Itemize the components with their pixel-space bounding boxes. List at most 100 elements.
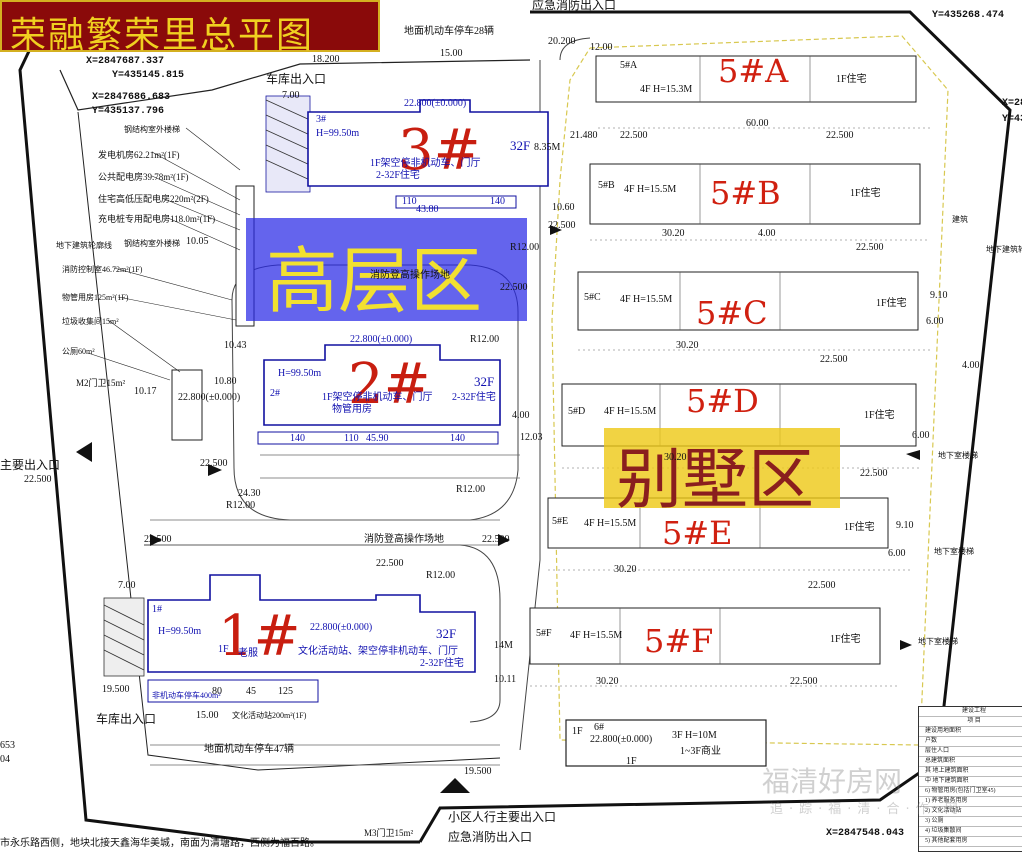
- bottom-label-2: 文化活动站200m²(1F): [232, 711, 307, 720]
- dim-46: R12.00: [456, 484, 486, 495]
- gatehouse-m3: M3门卫15m²: [364, 828, 414, 838]
- dim-14: 6.00: [926, 316, 944, 327]
- coord-3: X=2847686.683: [92, 92, 171, 103]
- tower-1-desc: 文化活动站、架空停非机动车、门厅: [298, 646, 458, 657]
- dim-45: R12.00: [226, 500, 256, 511]
- villa-5b-info2: 1F住宅: [850, 188, 881, 199]
- tower-1-footprint: [147, 574, 476, 673]
- tower-1-floors: 32F: [436, 626, 457, 641]
- dim-55: 4.00: [962, 360, 980, 371]
- dim-51: 125: [278, 686, 293, 697]
- left-label-8: 消防控制室46.72m²(1F): [62, 265, 143, 274]
- dim-2: 12.00: [590, 42, 613, 53]
- pedestrian-entrance-arrow: [440, 778, 470, 793]
- villa-5d-code: 5#D: [568, 406, 586, 417]
- legend-row: 4) 垃圾集散间: [919, 827, 1022, 837]
- dim-50: 45: [246, 686, 256, 697]
- high-rise-zone-text: 高层区: [266, 239, 483, 323]
- villa-5c-info: 4F H=15.5M: [620, 294, 673, 305]
- left-label-3: 公共配电房39.78m²(1F): [98, 172, 189, 182]
- dim-44: R12.00: [470, 334, 500, 345]
- villa-5a-info2: 1F住宅: [836, 74, 867, 85]
- tower-3-use1: 1F架空停非机动车、门厅: [370, 158, 481, 169]
- dim-48: 15.00: [196, 710, 219, 721]
- tower-3-elev: 22.800(±0.000): [404, 98, 467, 109]
- dim-3: 18.200: [312, 54, 340, 65]
- tower-2-w4: 140: [450, 433, 465, 444]
- dim-39: 10.05: [186, 236, 209, 247]
- parking-north: 地面机动车停车28辆: [404, 26, 494, 37]
- building-6-elev: 22.800(±0.000): [590, 734, 653, 745]
- dim-11: 4.00: [758, 228, 776, 239]
- bottom-label-1: 非机动车停车400m²: [152, 691, 221, 700]
- tower-1-height: H=99.50m: [158, 626, 202, 637]
- ancillary-building-west: [171, 369, 203, 441]
- dim-19: 4.00: [512, 410, 530, 421]
- tower-2-w1: 140: [290, 433, 305, 444]
- left-label-7: 钢结构室外楼梯: [124, 239, 180, 248]
- legend-row: 其 地上建筑面积: [919, 767, 1022, 777]
- road-east: [519, 60, 541, 751]
- coord-8: Y=43: [1002, 114, 1022, 125]
- dim-40: 7.00: [282, 90, 300, 101]
- building-6-f1: 1F: [572, 726, 583, 737]
- villa-label-5f: 5#F: [644, 622, 714, 660]
- dim-37: 10.80: [214, 376, 237, 387]
- legend-title: 建设工程: [919, 707, 1022, 717]
- tower-1-extra: 老服: [238, 648, 258, 659]
- dim-26: 6.00: [888, 548, 906, 559]
- page-title: 荣融繁荣里总平图: [10, 15, 315, 56]
- right-label-5: 地下室楼梯: [918, 637, 958, 646]
- dim-6: 22.500: [620, 130, 648, 141]
- coord-4: Y=435137.796: [92, 106, 165, 117]
- tower-2-dim-bar: [257, 431, 499, 445]
- fire-entrance-north: 应急消防出入口: [532, 0, 617, 12]
- building-6-footprint: [565, 719, 767, 767]
- legend-row: 层住人口: [919, 747, 1022, 757]
- building-6-f2: 1F: [626, 756, 637, 767]
- garage-entrance-south: 车库出入口: [96, 712, 157, 726]
- legend-row: 总建筑面积: [919, 757, 1022, 767]
- road-corner: [559, 37, 591, 61]
- high-rise-zone-label: 高层区: [246, 218, 527, 323]
- villa-5f-info2: 1F住宅: [830, 634, 861, 645]
- dim-20: 30.20: [664, 452, 687, 463]
- inner-boundary-north: [59, 59, 531, 111]
- left-label-2: 发电机房62.21m²(1F): [98, 150, 180, 160]
- tower-2-elev: 22.800(±0.000): [350, 334, 413, 345]
- dim-30: 22.500: [144, 534, 172, 545]
- fire-area-north: 消防登高操作场地: [370, 270, 450, 281]
- villa-5b-code: 5#B: [598, 180, 615, 191]
- dim-15: 9.10: [930, 290, 948, 301]
- parking-stalls-south: [150, 519, 500, 766]
- dim-29: 22.500: [500, 282, 528, 293]
- dim-8: 22.500: [826, 130, 854, 141]
- elevation-marker-4: [550, 225, 562, 235]
- parking-stalls-middle: [260, 454, 520, 479]
- left-label-1: 钢结构室外楼梯: [124, 125, 180, 134]
- dim-38: 10.17: [134, 386, 157, 397]
- fire-entrance-south: 应急消防出入口: [448, 830, 533, 844]
- tower-1-use2: 2-32F住宅: [420, 658, 464, 669]
- dim-60: 14M: [494, 640, 513, 651]
- villa-5e-code: 5#E: [552, 516, 569, 527]
- leader-lines: [87, 127, 241, 381]
- garage-ramp-south: [103, 597, 145, 677]
- dim-16: 30.20: [676, 340, 699, 351]
- legend-row: 户数: [919, 737, 1022, 747]
- dim-17: 22.500: [820, 354, 848, 365]
- villa-garden-lines: [530, 127, 930, 687]
- elevation-marker-2: [498, 534, 510, 546]
- tower-2-use1: 1F架空停非机动车、门厅: [322, 392, 433, 403]
- legend-row: 中 地下建筑面积: [919, 777, 1022, 787]
- tower-2-code: 2#: [270, 388, 280, 399]
- dim-27: 30.20: [596, 676, 619, 687]
- garage-ramp-north: [265, 95, 311, 193]
- coord-2: Y=435145.815: [112, 70, 185, 81]
- villa-label-5d: 5#D: [686, 382, 759, 420]
- tower-1-podium: [147, 679, 319, 703]
- villa-label-5c: 5#C: [696, 294, 768, 332]
- tower-3-w1: 110: [402, 196, 417, 207]
- elevation-marker-1: [208, 464, 222, 476]
